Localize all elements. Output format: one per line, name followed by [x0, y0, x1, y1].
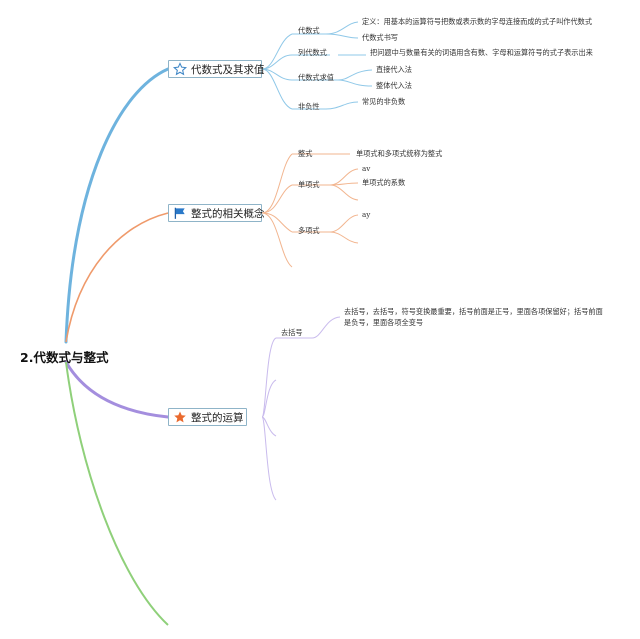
- branch-connector-4: [65, 361, 169, 626]
- topic-qukuohao[interactable]: 去括号: [281, 328, 303, 337]
- subtopic-writing[interactable]: 代数式书写: [362, 33, 398, 42]
- star-outline-icon: [173, 62, 187, 76]
- branch-topic-3[interactable]: 整式的运算: [168, 408, 247, 426]
- subtopic-direct-sub[interactable]: 直接代入法: [376, 65, 412, 74]
- topic-duoxiangshi[interactable]: 多项式: [298, 226, 320, 235]
- branch-title-1: 代数式及其求值: [191, 63, 265, 76]
- subtopic-definition[interactable]: 定义：用基本的运算符号把数或表示数的字母连接而成的式子叫作代数式: [362, 17, 593, 26]
- subtopic-coefficient[interactable]: 单项式的系数: [362, 178, 406, 187]
- topic-daishushi[interactable]: 代数式: [298, 26, 320, 35]
- root-topic[interactable]: 2.代数式与整式: [20, 350, 109, 365]
- subtopic-qukuohao-rule[interactable]: 去括号，去括号，符号变换最重要，括号前面是正号，里面各项保留好；括号前面是负号，…: [344, 307, 603, 327]
- subtopic-av[interactable]: av: [362, 164, 371, 173]
- subtopic-lie-desc[interactable]: 把问题中与数量有关的词语用含有数、字母和运算符号的式子表示出来: [370, 48, 593, 57]
- branch-3-links: [261, 316, 341, 501]
- branch-topic-2[interactable]: 整式的相关概念: [168, 204, 265, 222]
- topic-lie-daishushi[interactable]: 列代数式: [298, 48, 327, 57]
- branch-topic-1[interactable]: 代数式及其求值: [168, 60, 265, 78]
- subtopic-ay[interactable]: ay: [362, 210, 371, 219]
- subtopic-whole-sub[interactable]: 整体代入法: [376, 81, 412, 90]
- branch-2-links: [261, 153, 359, 268]
- branch-connector-2: [65, 212, 169, 343]
- flag-icon: [173, 206, 187, 220]
- subtopic-zhengshi-def[interactable]: 单项式和多项式统称为整式: [356, 149, 443, 158]
- branch-connector-3: [64, 360, 170, 419]
- subtopic-common-nonneg[interactable]: 常见的非负数: [362, 97, 406, 106]
- branch-1-links: [261, 21, 373, 110]
- branch-title-3: 整式的运算: [191, 411, 244, 424]
- branch-title-2: 整式的相关概念: [191, 207, 265, 220]
- topic-nonneg[interactable]: 非负性: [298, 102, 320, 111]
- topic-zhengshi[interactable]: 整式: [298, 149, 313, 158]
- branch-connector-1: [64, 67, 170, 344]
- topic-danxiangshi[interactable]: 单项式: [298, 180, 320, 189]
- star-filled-icon: [173, 410, 187, 424]
- topic-qiuzhi[interactable]: 代数式求值: [298, 73, 334, 82]
